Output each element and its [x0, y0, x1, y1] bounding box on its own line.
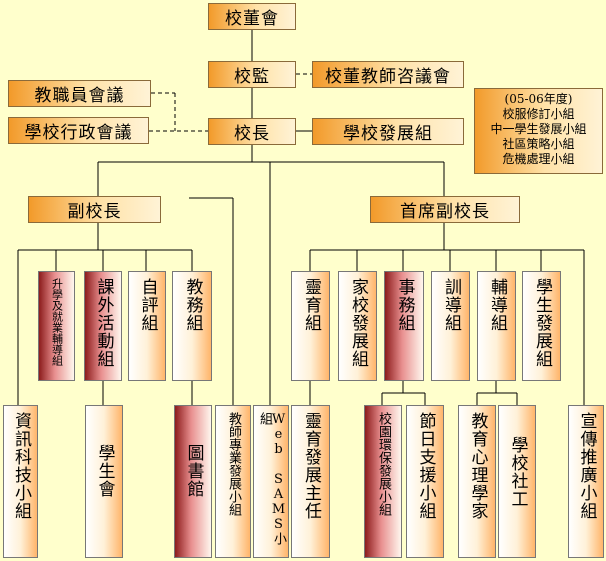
student-dev-group-box: 學生發展組 — [522, 271, 561, 381]
admin-affairs-group-box: 事務組 — [384, 271, 424, 381]
parent-school-group-label: 家校發展組 — [348, 278, 368, 368]
advisory-label: 校董教師咨議會 — [325, 67, 451, 87]
web-sams-box: Web SAMS小組 — [253, 405, 289, 558]
self-eval-group-box: 自評組 — [128, 271, 166, 381]
academic-group-box: 教務組 — [172, 271, 212, 381]
dev-subgroup-item: 中一學生發展小組 — [490, 122, 587, 136]
promotion-box: 宣傳推廣小組 — [568, 405, 604, 558]
board-box: 校董會 — [208, 3, 296, 30]
spiritual-group-box: 靈育組 — [291, 271, 330, 381]
dev-subgroup-item: 校服修訂小組 — [502, 107, 575, 121]
vice-principal-box: 副校長 — [28, 196, 161, 223]
it-team-box: 資訊科技小組 — [3, 405, 38, 558]
principal-box: 校長 — [208, 118, 296, 145]
parent-school-group-box: 家校發展組 — [338, 271, 377, 381]
admin-meeting-box: 學校行政會議 — [8, 117, 149, 144]
supervisor-label: 校監 — [234, 67, 270, 87]
supervisor-box: 校監 — [208, 61, 296, 88]
dev-group-label: 學校發展組 — [343, 124, 433, 144]
psychologist-box: 教育心理學家 — [458, 405, 496, 558]
campus-env-label: 校園環保發展小組 — [376, 412, 391, 516]
festival-label: 節日支援小組 — [415, 412, 436, 520]
student-union-box: 學生會 — [85, 405, 123, 558]
self-eval-group-label: 自評組 — [137, 278, 158, 332]
further-study-group-label: 升學及就業輔導組 — [50, 278, 64, 366]
further-study-group-box: 升學及就業輔導組 — [38, 271, 75, 381]
ecas-group-label: 課外活動組 — [93, 278, 114, 368]
teacher-dev-box: 教師專業發展小組 — [215, 405, 251, 558]
discipline-group-label: 訓導組 — [441, 278, 461, 332]
admin-affairs-group-label: 事務組 — [394, 278, 415, 332]
student-dev-group-label: 學生發展組 — [532, 278, 552, 368]
social-worker-label: 學校社工 — [507, 436, 528, 508]
advisory-box: 校董教師咨議會 — [312, 61, 464, 88]
social-worker-box: 學校社工 — [498, 405, 536, 558]
psychologist-label: 教育心理學家 — [467, 412, 488, 520]
chief-vice-principal-box: 首席副校長 — [370, 196, 520, 223]
board-label: 校董會 — [225, 9, 279, 29]
spiritual-head-box: 靈育發展主任 — [291, 405, 330, 558]
teacher-dev-label: 教師專業發展小組 — [226, 412, 241, 516]
dev-subgroup-item: 社區策略小組 — [502, 137, 575, 151]
ecas-group-box: 課外活動組 — [84, 271, 122, 381]
academic-group-label: 教務組 — [182, 278, 203, 332]
guidance-group-box: 輔導組 — [477, 271, 516, 381]
student-union-label: 學生會 — [94, 444, 115, 498]
dev-group-box: 學校發展組 — [312, 118, 464, 145]
admin-meeting-label: 學校行政會議 — [24, 123, 133, 143]
campus-env-box: 校園環保發展小組 — [364, 405, 402, 558]
spiritual-head-label: 靈育發展主任 — [301, 412, 321, 520]
vice-principal-label: 副校長 — [67, 202, 122, 222]
principal-label: 校長 — [234, 124, 270, 144]
it-team-label: 資訊科技小組 — [11, 412, 31, 520]
promotion-label: 宣傳推廣小組 — [576, 412, 597, 520]
dev-subgroups-box: (05-06年度) 校服修訂小組 中一學生發展小組 社區策略小組 危機處理小組 — [474, 88, 603, 174]
library-box: 圖書館 — [174, 405, 212, 558]
web-sams-label: Web SAMS小組 — [257, 412, 286, 545]
dev-subgroup-item: 危機處理小組 — [502, 152, 575, 166]
festival-box: 節日支援小組 — [406, 405, 444, 558]
guidance-group-label: 輔導組 — [487, 278, 507, 332]
spiritual-group-label: 靈育組 — [301, 278, 321, 332]
library-label: 圖書館 — [183, 444, 204, 498]
discipline-group-box: 訓導組 — [431, 271, 470, 381]
staff-meeting-box: 教職員會議 — [8, 80, 151, 107]
chief-vice-principal-label: 首席副校長 — [400, 202, 490, 222]
dev-subgroup-year: (05-06年度) — [504, 92, 573, 106]
staff-meeting-label: 教職員會議 — [34, 86, 125, 106]
